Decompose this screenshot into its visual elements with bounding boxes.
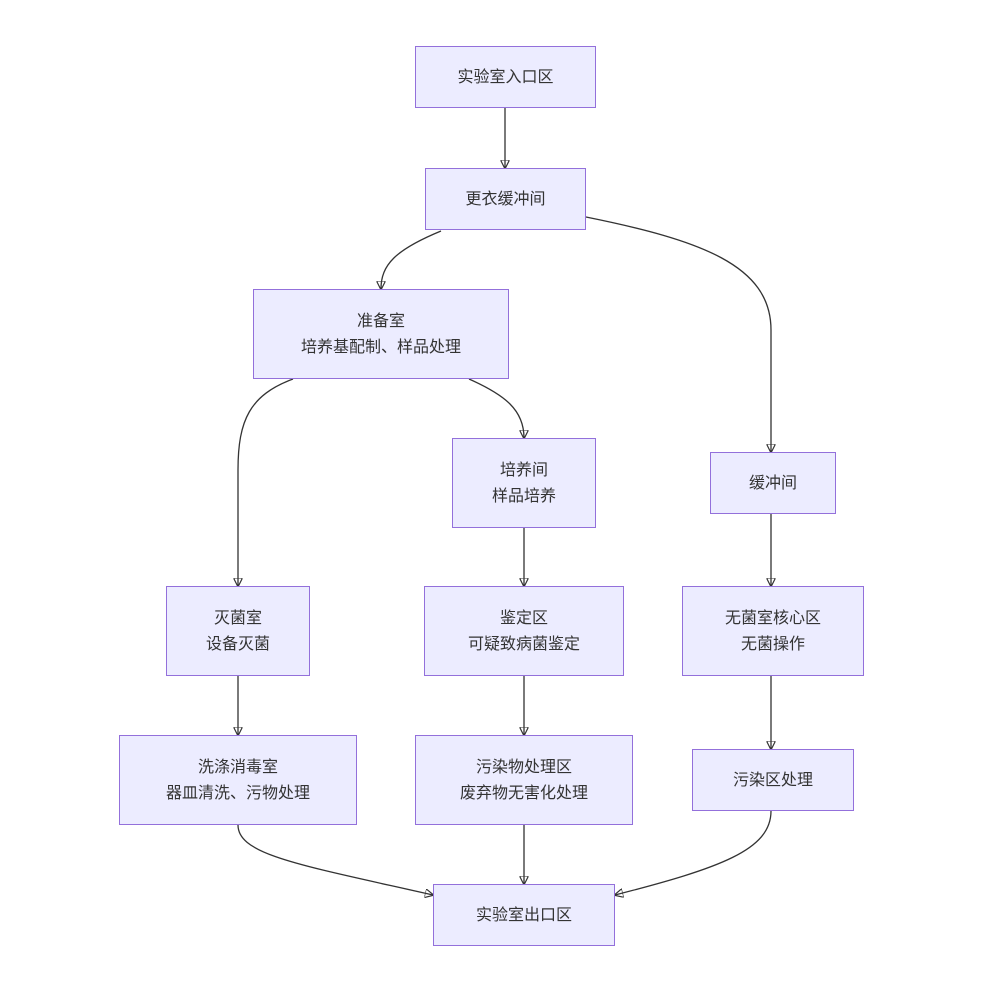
node-sterilize: 灭菌室设备灭菌	[166, 586, 310, 676]
node-label-line: 污染物处理区	[475, 757, 572, 776]
node-culture: 培养间样品培养	[452, 438, 596, 528]
node-buffer: 缓冲间	[710, 452, 836, 514]
edge-contam-to-exit	[615, 810, 772, 895]
node-label-line: 洗涤消毒室	[197, 757, 278, 776]
node-label-line: 污染区处理	[732, 770, 813, 789]
edge-prep-to-sterilize	[238, 378, 294, 586]
node-label-line: 准备室	[356, 311, 405, 330]
node-label-line: 器皿清洗、污物处理	[165, 783, 310, 802]
node-label-line: 更衣缓冲间	[465, 189, 546, 208]
node-changing: 更衣缓冲间	[425, 168, 586, 230]
node-identify: 鉴定区可疑致病菌鉴定	[424, 586, 624, 676]
node-label-line: 样品培养	[491, 486, 556, 505]
node-label-line: 设备灭菌	[205, 634, 270, 653]
node-label-line: 无菌室核心区	[724, 608, 821, 627]
edge-changing-to-buffer	[585, 216, 771, 452]
node-label-line: 培养间	[499, 460, 548, 479]
node-label-line: 无菌操作	[740, 634, 805, 653]
node-exit: 实验室出口区	[433, 884, 615, 946]
edge-washing-to-exit	[237, 824, 433, 895]
node-label-line: 培养基配制、样品处理	[300, 337, 461, 356]
node-label-line: 缓冲间	[748, 473, 797, 492]
node-washing: 洗涤消毒室器皿清洗、污物处理	[119, 735, 357, 825]
node-label-line: 灭菌室	[213, 608, 262, 627]
edge-prep-to-culture	[468, 378, 524, 438]
node-label-line: 实验室出口区	[475, 905, 572, 924]
node-label-line: 废弃物无害化处理	[459, 783, 588, 802]
node-prep: 准备室培养基配制、样品处理	[253, 289, 509, 379]
node-entrance: 实验室入口区	[415, 46, 596, 108]
node-label-line: 可疑致病菌鉴定	[467, 634, 580, 653]
node-label-line: 鉴定区	[499, 608, 548, 627]
node-label-line: 实验室入口区	[457, 67, 554, 86]
node-waste: 污染物处理区废弃物无害化处理	[415, 735, 633, 825]
node-sterile-core: 无菌室核心区无菌操作	[682, 586, 864, 676]
edge-changing-to-prep	[381, 230, 442, 289]
node-contam: 污染区处理	[692, 749, 854, 811]
